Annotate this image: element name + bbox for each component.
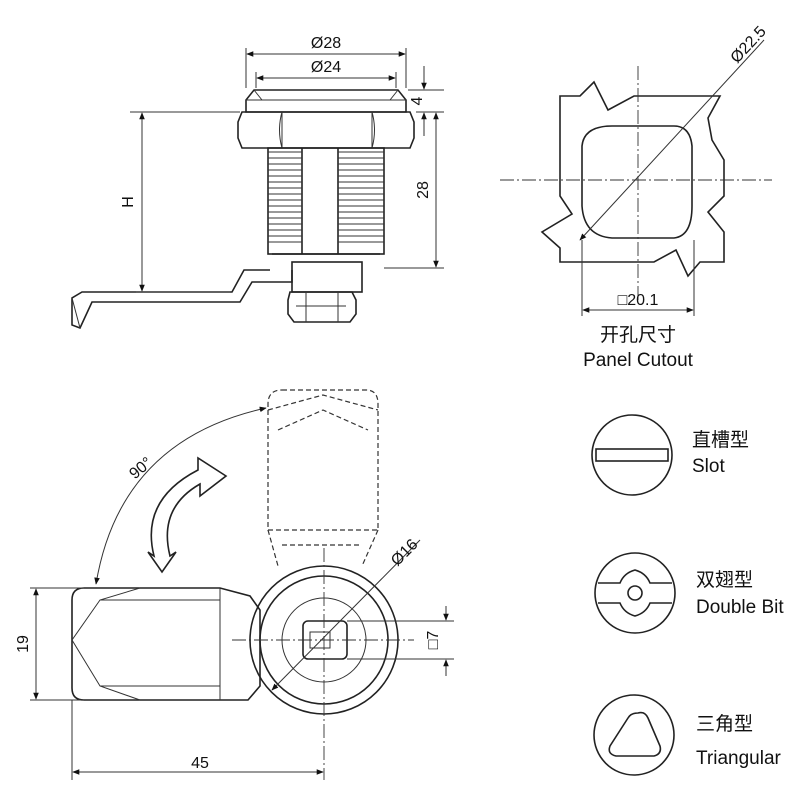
dim-45: 45 <box>191 755 209 772</box>
hex-nut <box>237 111 415 149</box>
dim-inner-dia: Ø24 <box>311 59 341 76</box>
double-bit-key-icon <box>594 552 676 634</box>
side-view: Ø28 Ø24 4 28 H <box>71 35 444 330</box>
slot-key-icon <box>591 414 673 496</box>
cam-arm <box>71 269 293 330</box>
dim-dia16: Ø16 <box>388 536 421 569</box>
cutout-caption-en: Panel Cutout <box>583 350 694 371</box>
double-bit-label-cn: 双翅型 <box>696 569 753 591</box>
cutout-caption-cn: 开孔尺寸 <box>600 324 676 346</box>
threads <box>268 151 384 243</box>
cam-rotated-position <box>267 389 379 567</box>
slot-label-en: Slot <box>692 456 725 477</box>
key-type-slot: 直槽型 Slot <box>591 414 749 496</box>
triangular-label-cn: 三角型 <box>696 713 753 735</box>
dim-height-h: H <box>120 196 137 208</box>
dim-sq7: □7 <box>425 631 442 650</box>
dim-flange: 4 <box>409 96 426 105</box>
lock-head <box>245 89 407 113</box>
dim-body: 28 <box>415 181 432 199</box>
key-type-triangular: 三角型 Triangular <box>593 694 782 776</box>
panel-outline <box>540 80 725 278</box>
dim-angle: 90° <box>126 454 155 483</box>
bottom-screw-nut <box>287 291 357 323</box>
cutout-view: Ø22.5 □20.1 开孔尺寸 Panel Cutout <box>500 23 772 371</box>
dim-flat: □20.1 <box>618 292 659 309</box>
triangular-label-en: Triangular <box>696 748 782 769</box>
dim-19: 19 <box>15 635 32 653</box>
rotation-view: 90° Ø16 □7 19 45 <box>15 389 454 780</box>
cam-actual <box>71 587 261 701</box>
slot-label-cn: 直槽型 <box>692 429 749 451</box>
cutout-shape <box>581 125 693 239</box>
dim-diag: Ø22.5 <box>728 23 770 67</box>
triangular-key-icon <box>593 694 675 776</box>
dim-outer-dia: Ø28 <box>311 35 341 52</box>
rotation-arrow-icon <box>147 456 228 574</box>
double-bit-label-en: Double Bit <box>696 597 784 618</box>
key-type-double-bit: 双翅型 Double Bit <box>594 552 784 634</box>
